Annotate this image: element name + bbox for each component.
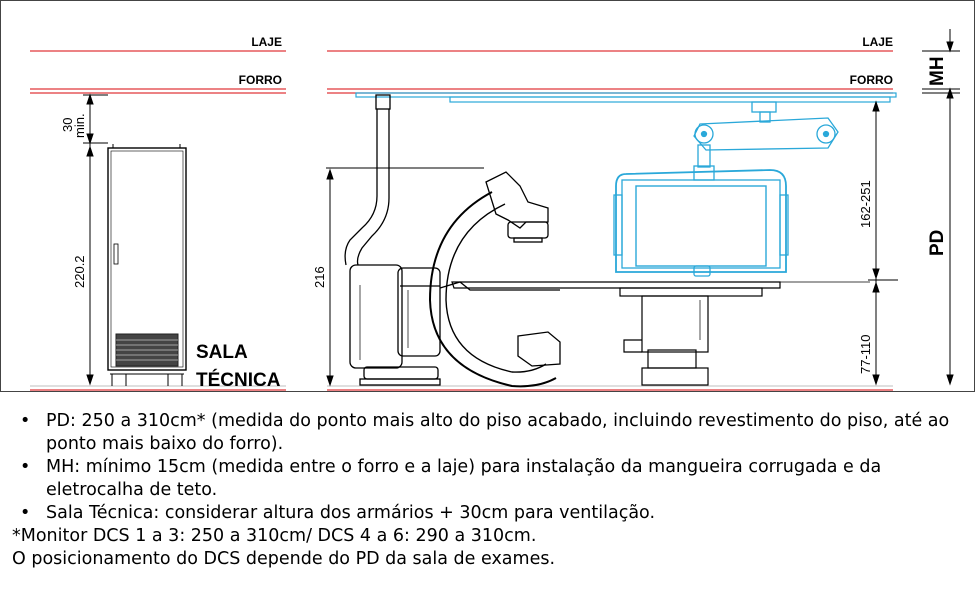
monitor-range-value: 162-251 [858,180,873,228]
room-elevation-diagram: LAJE FORRO 30 min. 220.2 SALA TÉCNICA [30,29,960,391]
gap-top-value: 30 [60,118,75,132]
mh-pd-dimension-line [922,29,960,386]
footnote-monitor: *Monitor DCS 1 a 3: 250 a 310cm/ DCS 4 a… [12,526,537,546]
patient-table [451,281,870,386]
pd-label: PD [927,230,948,256]
footnote-dcs: O posicionamento do DCS depende do PD da… [12,549,556,569]
left-slab-lines [30,50,286,391]
cabinet-height-value: 220.2 [72,255,87,288]
right-forro-label: FORRO [850,73,893,87]
c-arm-dimension-line [326,167,484,387]
room-label-line1: SALA [196,342,248,363]
c-arm-system [344,94,561,388]
note-pd: PD: 250 a 310cm* (medida do ponto mais a… [12,410,972,456]
ceiling-rail [355,92,897,103]
right-laje-label: LAJE [862,35,893,49]
note-technical-room: Sala Técnica: considerar altura dos armá… [12,502,972,525]
mh-label: MH [927,56,948,86]
cabinet [107,144,187,386]
notes: PD: 250 a 310cm* (medida do ponto mais a… [12,410,972,571]
right-dimension-line [868,100,898,386]
note-mh: MH: mínimo 15cm (medida entre o forro e … [12,456,972,502]
left-dimension-line [83,93,108,386]
table-range-value: 77-110 [858,334,873,374]
gap-top-unit: min. [72,113,87,138]
diagram-frame [0,0,975,392]
left-laje-label: LAJE [251,35,282,49]
c-arm-height-value: 216 [312,266,327,288]
room-label-line2: TÉCNICA [196,369,281,391]
monitor-suspension [613,101,839,277]
left-forro-label: FORRO [239,73,282,87]
